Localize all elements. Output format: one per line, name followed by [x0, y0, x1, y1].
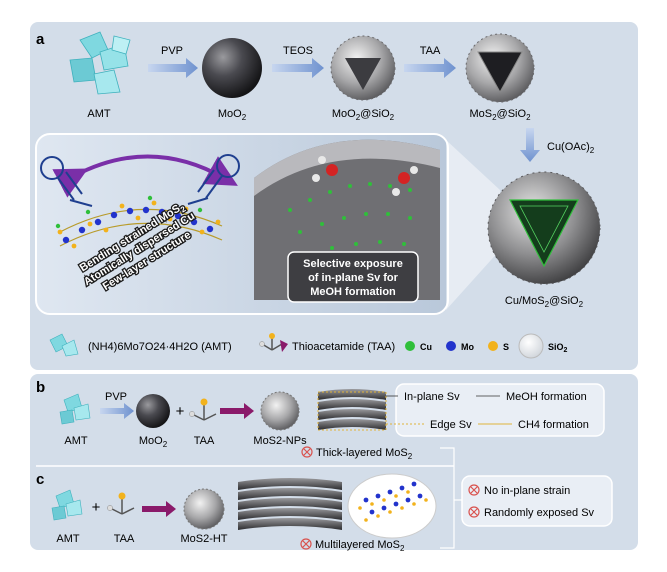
selective-exposure-box — [287, 251, 419, 303]
c-label-amt: AMT — [56, 533, 80, 545]
legend-sio2-sphere — [518, 333, 544, 359]
c-no-strain: No in-plane strain — [484, 485, 570, 497]
mos2-atomic-chain — [55, 195, 223, 249]
legend-mo-dot — [446, 341, 456, 351]
selective-line-1: Selective exposure — [303, 258, 403, 270]
b-label-mos2-nps: MoS2-NPs — [253, 435, 307, 447]
legend-sio2: SiO2 — [548, 342, 568, 354]
b-thick-layers — [317, 389, 387, 431]
c-mos2-ht-sphere — [183, 488, 225, 530]
label-mos2-sio2: MoS2@SiO2 — [469, 108, 531, 122]
b-reject-x-icon — [303, 448, 311, 456]
legend-s: S — [503, 342, 509, 352]
panel-c-letter: c — [36, 471, 44, 488]
bending-arrow — [52, 154, 238, 198]
b-label-taa: TAA — [194, 435, 215, 447]
moo2-sio2-sphere — [330, 35, 396, 101]
b-plus: + — [176, 403, 185, 420]
legend-taa: Thioacetamide (TAA) — [292, 341, 395, 353]
c-random-sv-x-icon — [470, 508, 478, 516]
selective-line-2: of in-plane Sv for — [308, 272, 399, 284]
label-teos: TEOS — [283, 45, 313, 57]
amt-crystal-icon — [69, 31, 131, 95]
methanol-molecule — [312, 156, 418, 196]
label-amt: AMT — [87, 108, 111, 120]
label-moo2-sio2: MoO2@SiO2 — [332, 108, 395, 122]
c-taa-icon — [107, 492, 135, 515]
arrow-cu-oac2 — [520, 128, 540, 162]
b-label-moo2: MoO2 — [139, 435, 168, 449]
legend-s-dot — [488, 341, 498, 351]
c-no-strain-icon — [468, 484, 480, 496]
label-cu-oac2: Cu(OAc)2 — [547, 141, 595, 155]
b-arrow-pvp — [100, 403, 134, 419]
c-plus: + — [92, 499, 101, 516]
b-label-pvp: PVP — [105, 391, 127, 403]
b-mos2-nps-sphere — [260, 391, 300, 431]
clamp-right-icon — [187, 154, 240, 205]
label-taa: TAA — [420, 45, 441, 57]
b-label-amt: AMT — [64, 435, 88, 447]
c-random-sv-icon — [468, 506, 480, 518]
legend-amt: (NH4)6Mo7O24·4H2O (AMT) — [88, 341, 232, 353]
arrow-pvp — [148, 58, 198, 78]
b-taa-icon — [189, 398, 217, 421]
arrow-taa — [404, 58, 456, 78]
label-cu-mos2-sio2: Cu/MoS2@SiO2 — [505, 295, 584, 309]
c-multilayer — [238, 478, 342, 530]
b-inplane-sv: In-plane Sv — [404, 391, 460, 403]
c-reject-icon — [300, 538, 312, 550]
c-label-mos2-ht: MoS2-HT — [180, 533, 227, 545]
selective-line-3: MeOH formation — [310, 286, 396, 298]
bc-bracket — [440, 447, 462, 549]
c-amt-icon — [51, 489, 83, 521]
panel-b-letter: b — [36, 379, 45, 396]
c-outcome-box — [461, 475, 613, 527]
c-lattice-bubble — [347, 473, 437, 539]
b-sv-box — [395, 383, 605, 437]
c-no-strain-x-icon — [470, 486, 478, 494]
legend-taa-icon — [259, 333, 288, 352]
label-moo2: MoO2 — [218, 108, 247, 122]
b-moo2-sphere — [136, 394, 170, 428]
b-amt-icon — [59, 393, 91, 425]
b-arrow-taa — [220, 403, 254, 419]
arrow-teos — [272, 58, 324, 78]
c-label-taa: TAA — [114, 533, 135, 545]
clamp-left-icon — [40, 156, 93, 207]
legend-cu: Cu — [420, 342, 432, 352]
b-reject-icon — [301, 446, 313, 458]
c-reject-x-icon — [302, 540, 310, 548]
c-label-multi: Multilayered MoS2 — [315, 539, 405, 553]
panel-a-letter: a — [36, 31, 45, 48]
b-meoh: MeOH formation — [506, 391, 587, 403]
legend-mo: Mo — [461, 342, 474, 352]
legend-cu-dot — [405, 341, 415, 351]
mos2-sio2-sphere — [465, 33, 535, 103]
cu-mos2-sio2-sphere — [487, 171, 601, 285]
b-edge-sv: Edge Sv — [430, 419, 472, 431]
c-random-sv: Randomly exposed Sv — [484, 507, 595, 519]
moo2-sphere — [202, 38, 262, 98]
zoom-cone — [446, 140, 500, 310]
legend-amt-icon — [49, 333, 79, 357]
label-pvp: PVP — [161, 45, 183, 57]
b-ch4: CH4 formation — [518, 419, 589, 431]
b-label-thick: Thick-layered MoS2 — [316, 447, 413, 461]
c-arrow-taa — [142, 501, 176, 517]
